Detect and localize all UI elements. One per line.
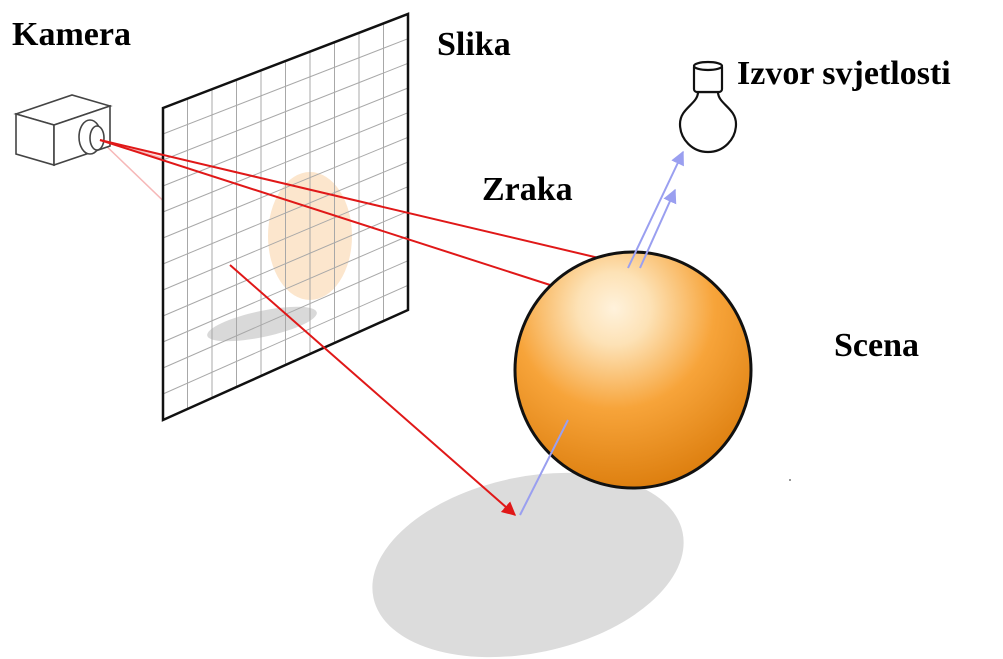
projected-shadow <box>207 306 317 342</box>
image-plane <box>161 12 410 422</box>
light-bulb-icon <box>678 60 738 154</box>
grid-line-horizontal <box>162 38 409 135</box>
sphere-shadow <box>372 472 684 658</box>
image-label: Slika <box>437 26 511 63</box>
light-source-label: Izvor svjetlosti <box>737 55 951 92</box>
grid-line-horizontal <box>162 87 409 187</box>
light-ray-1 <box>627 150 684 269</box>
ray-to-shadow <box>229 264 517 516</box>
camera-label: Kamera <box>12 16 131 53</box>
grid-line-horizontal <box>162 161 409 265</box>
grid-line-horizontal <box>162 112 409 213</box>
ray-to-sphere-top <box>99 139 622 267</box>
grid-line-horizontal <box>162 210 409 317</box>
ray-to-sphere-left <box>99 139 577 296</box>
ray-label: Zraka <box>482 171 573 208</box>
grid-line-horizontal <box>162 284 409 395</box>
sphere <box>513 250 753 490</box>
shadow-rays <box>519 150 684 516</box>
grid-line-horizontal <box>162 136 409 239</box>
shadow-ray <box>519 419 569 516</box>
grid-line-horizontal <box>162 62 409 161</box>
scene-label: Scena <box>834 327 919 364</box>
image-plane-border <box>161 12 410 422</box>
primary-rays <box>99 139 622 516</box>
speck <box>789 479 791 481</box>
grid-line-horizontal <box>162 235 409 343</box>
camera-icon <box>13 94 113 167</box>
light-ray-2 <box>639 188 677 269</box>
